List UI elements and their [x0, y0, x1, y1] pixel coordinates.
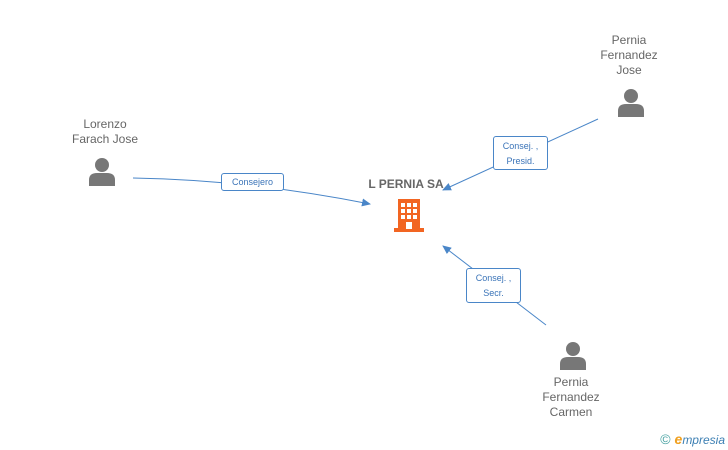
person-name-pernia-carmen[interactable]: Pernia Fernandez Carmen	[542, 375, 600, 419]
person-name-lorenzo[interactable]: Lorenzo Farach Jose	[71, 117, 139, 146]
person-icon[interactable]	[616, 87, 646, 122]
relation-label-pernia-jose[interactable]: Consej. , Presid.	[493, 136, 548, 170]
relation-label-pernia-carmen[interactable]: Consej. , Secr.	[466, 268, 521, 303]
person-icon[interactable]	[87, 156, 117, 191]
copyright-icon: ©	[660, 431, 671, 447]
empresia-logo: © empresia	[660, 431, 725, 447]
person-name-pernia-jose[interactable]: Pernia Fernandez Jose	[600, 33, 658, 77]
company-name[interactable]: L PERNIA SA	[368, 177, 444, 191]
relation-label-lorenzo[interactable]: Consejero	[221, 173, 284, 191]
building-icon[interactable]	[393, 197, 425, 238]
person-icon[interactable]	[558, 340, 588, 375]
